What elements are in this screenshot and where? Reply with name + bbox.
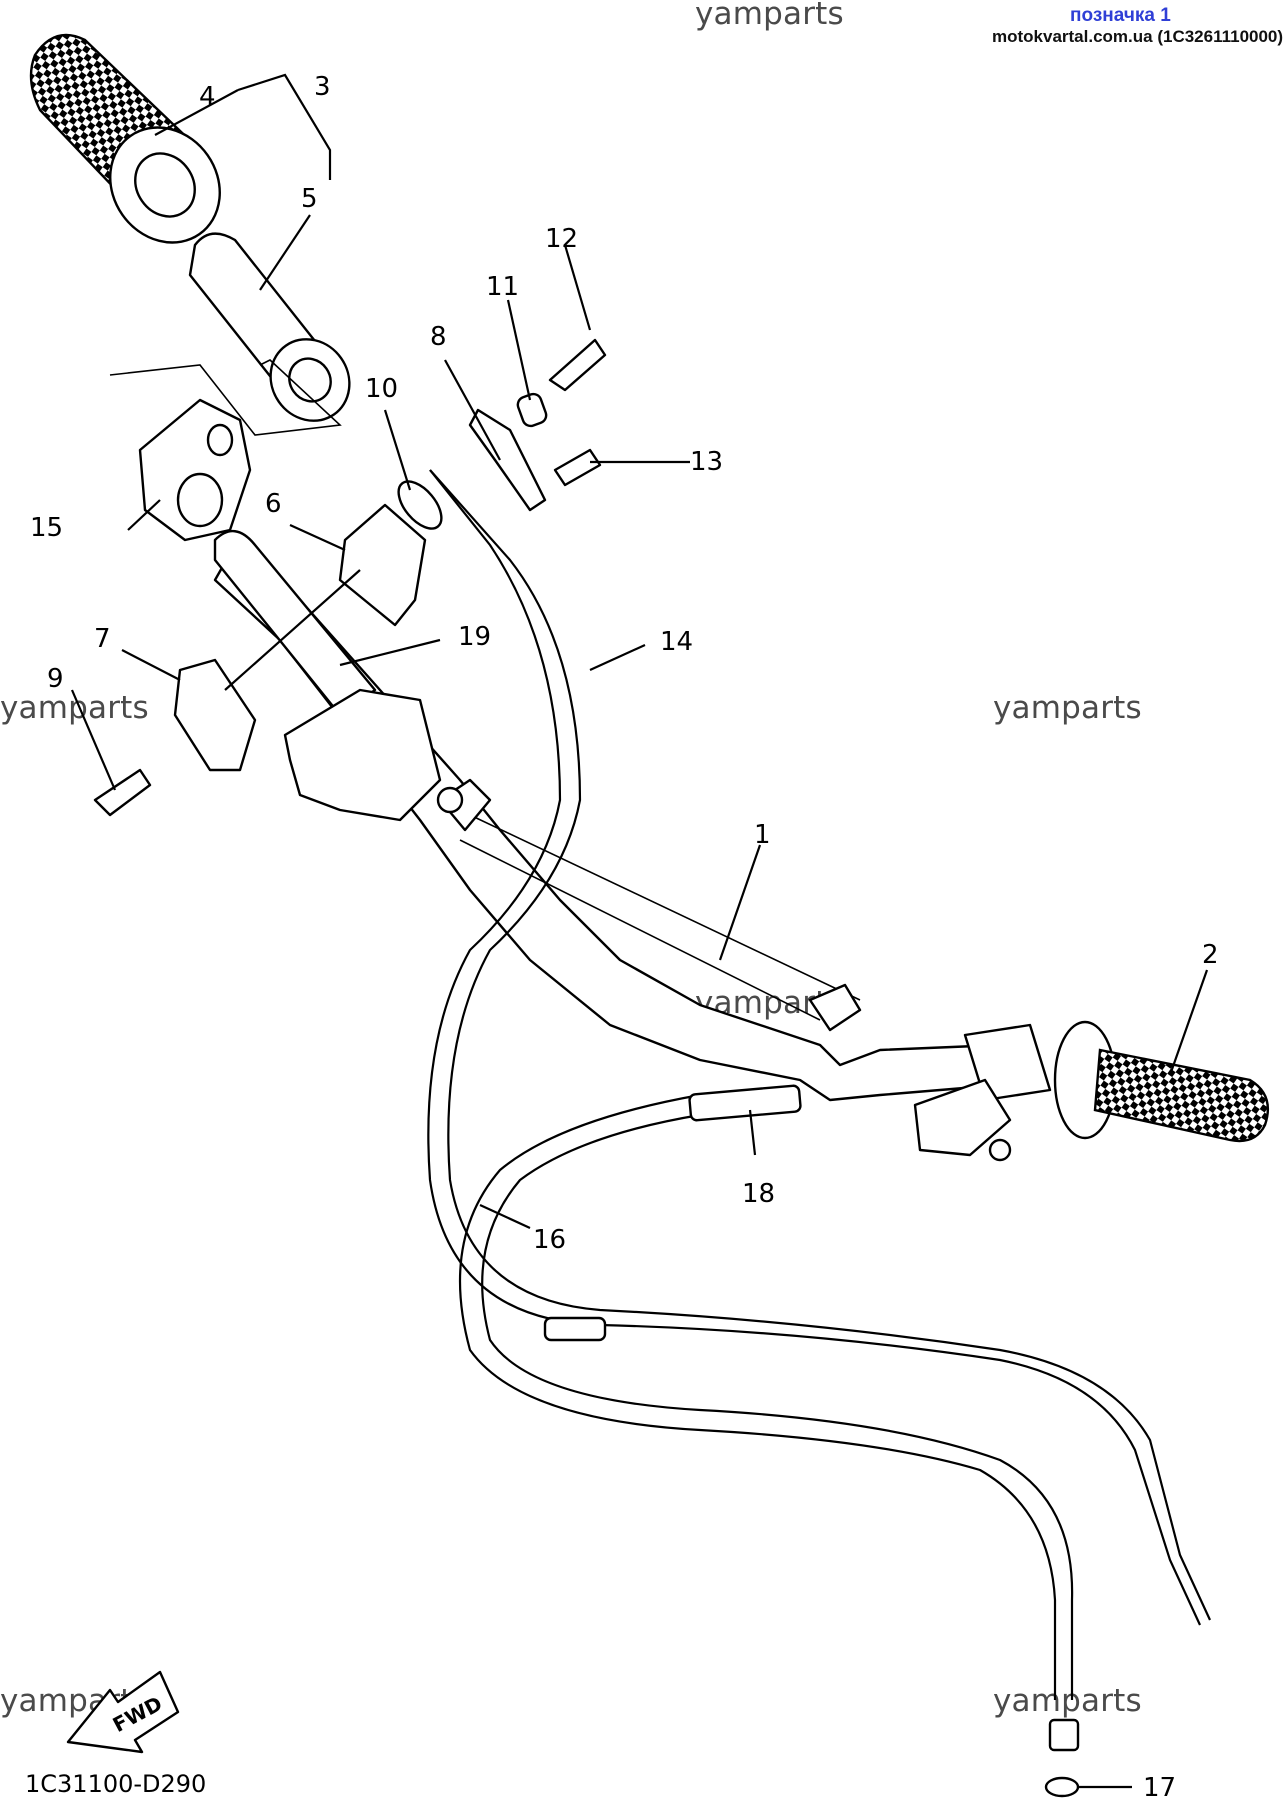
callout-18: 18 xyxy=(742,1179,775,1209)
callout-17: 17 xyxy=(1143,1773,1176,1800)
throttle-housing xyxy=(109,359,342,542)
watermark: yamparts xyxy=(993,1683,1142,1719)
throttle-tube xyxy=(188,232,351,422)
callout-10: 10 xyxy=(365,374,398,404)
clutch-cable xyxy=(481,1113,1074,1700)
callout-16: 16 xyxy=(533,1225,566,1255)
right-grip xyxy=(913,1020,1270,1162)
callout-19: 19 xyxy=(458,622,491,652)
collar-nut xyxy=(516,392,548,428)
cable-adjuster-18 xyxy=(688,1084,802,1122)
page-label: позначка 1 xyxy=(1070,5,1171,26)
callout-4: 4 xyxy=(199,82,216,112)
leader-line xyxy=(224,569,361,691)
fwd-arrow: FWD xyxy=(66,1670,180,1754)
callout-11: 11 xyxy=(486,272,519,302)
bolt-9 xyxy=(93,768,152,817)
callout-5: 5 xyxy=(301,184,318,214)
callout-2: 2 xyxy=(1202,940,1219,970)
callout-8: 8 xyxy=(430,322,447,352)
o-ring xyxy=(1044,1776,1080,1798)
cable-ferrule xyxy=(543,1316,607,1342)
source-reference: motokvartal.com.ua (1C3261110000) xyxy=(992,27,1284,46)
screw-12 xyxy=(548,338,607,392)
callout-3: 3 xyxy=(314,72,331,102)
callout-14: 14 xyxy=(660,627,693,657)
watermark: yamparts xyxy=(695,0,844,32)
throttle-cable xyxy=(427,469,1201,1626)
leader-lines xyxy=(70,73,1209,1789)
callout-13: 13 xyxy=(690,447,723,477)
callout-numbers: 1 2 3 4 5 6 7 8 9 10 11 12 13 14 15 16 1… xyxy=(30,72,1219,1800)
callout-12: 12 xyxy=(545,224,578,254)
handlebar xyxy=(213,543,1002,1102)
clutch-cable xyxy=(458,1093,1057,1700)
perch-bolt-hole xyxy=(436,786,464,814)
throttle-cable xyxy=(429,469,1211,1621)
clamp-cap xyxy=(173,658,257,772)
left-grip xyxy=(29,33,221,244)
diagram-code: 1C31100-D290 xyxy=(25,1770,207,1798)
cable-end xyxy=(1048,1718,1080,1752)
callout-7: 7 xyxy=(94,624,111,654)
callout-9: 9 xyxy=(47,664,64,694)
callout-6: 6 xyxy=(265,489,282,519)
callout-1: 1 xyxy=(754,820,771,850)
watermark: yamparts xyxy=(993,690,1142,726)
screw-13 xyxy=(553,448,602,487)
clamp-block xyxy=(338,503,427,627)
callout-15: 15 xyxy=(30,513,63,543)
cable-guide xyxy=(468,408,547,512)
perch-bracket xyxy=(283,688,442,822)
cable-adjuster xyxy=(397,480,443,530)
